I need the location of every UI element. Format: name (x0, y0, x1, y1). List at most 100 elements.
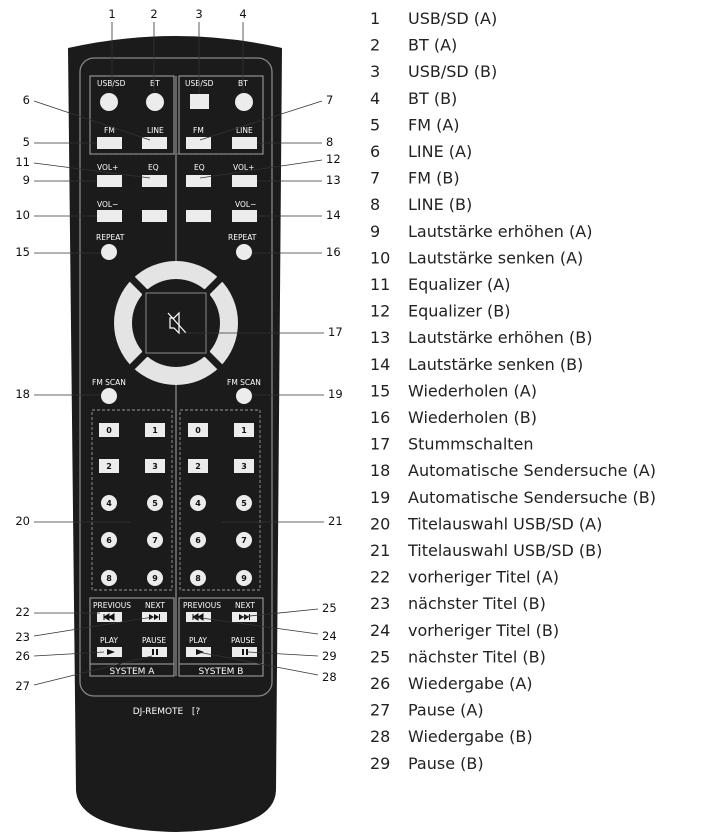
legend-number: 18 (370, 461, 390, 480)
digit-3-a-label: 3 (152, 462, 158, 471)
repeat-b-button[interactable] (236, 244, 252, 260)
callout-line-7 (199, 100, 323, 141)
digit-8-a-button[interactable] (101, 570, 117, 586)
brand-mark: [? (192, 707, 201, 717)
digit-5-b-button[interactable] (236, 495, 252, 511)
legend-text: Equalizer (B) (408, 302, 510, 321)
legend-text: nächster Titel (B) (408, 647, 546, 666)
legend-text: Titelauswahl USB/SD (A) (407, 514, 602, 533)
digit-9-a-label: 9 (152, 574, 158, 583)
callout-line-6 (33, 100, 151, 141)
digit-8-b-button[interactable] (190, 570, 206, 586)
callout-number-23: 23 (15, 630, 30, 644)
volminus-b-button[interactable] (232, 210, 257, 222)
callout-number-4: 4 (239, 7, 246, 21)
legend-number: 7 (370, 169, 380, 188)
fmscan-a-button[interactable] (101, 388, 117, 404)
callout-number-10: 10 (15, 208, 30, 222)
digit-6-b-button[interactable] (190, 532, 206, 548)
volplus-a-button[interactable] (97, 175, 122, 187)
mute-icon[interactable] (167, 311, 187, 335)
fmscan-a-label: FM SCAN (92, 378, 126, 387)
callout-number-24: 24 (322, 629, 337, 643)
system-b-label: SYSTEM B (199, 667, 244, 677)
callout-number-9: 9 (23, 173, 30, 187)
fmscan-b-label: FM SCAN (227, 378, 261, 387)
legend-text: LINE (A) (408, 142, 472, 161)
line-b-button[interactable] (232, 137, 257, 149)
fm-b-button[interactable] (186, 137, 211, 149)
legend-number: 14 (370, 355, 390, 374)
callout-number-8: 8 (326, 135, 333, 149)
digit-4-a-button[interactable] (101, 495, 117, 511)
legend-text: Lautstärke senken (B) (408, 355, 583, 374)
legend-text: Equalizer (A) (408, 275, 510, 294)
legend-number: 19 (370, 488, 390, 507)
previous-b-label: PREVIOUS (183, 601, 221, 610)
fm-a-button[interactable] (97, 137, 122, 149)
play-b-label: PLAY (189, 636, 207, 645)
digit-1-a-button[interactable] (145, 423, 165, 437)
callout-line-28 (197, 651, 319, 676)
bt-b-button[interactable] (235, 93, 253, 111)
pause-b-button[interactable] (232, 647, 257, 657)
blank-a-button[interactable] (142, 210, 167, 222)
digit-7-b-button[interactable] (236, 532, 252, 548)
digit-9-b-button[interactable] (236, 570, 252, 586)
blank-b-button[interactable] (186, 210, 211, 222)
digit-4-b-button[interactable] (190, 495, 206, 511)
digit-2-b-button[interactable] (188, 459, 208, 473)
fm-line-buttons: FM LINE FM LINE (97, 126, 257, 149)
digit-1-b-button[interactable] (234, 423, 254, 437)
digit-0-a-button[interactable] (99, 423, 119, 437)
digit-0-b-button[interactable] (188, 423, 208, 437)
digit-3-b-label: 3 (241, 462, 247, 471)
callout-number-14: 14 (326, 208, 341, 222)
digit-1-a-label: 1 (152, 426, 158, 435)
digit-7-a-button[interactable] (147, 532, 163, 548)
volminus-b-label: VOL− (235, 200, 256, 209)
legend-number: 8 (370, 195, 380, 214)
bt-a-button[interactable] (146, 93, 164, 111)
legend-text: Automatische Sendersuche (B) (408, 488, 656, 507)
callout-number-13: 13 (326, 173, 341, 187)
callout-line-29 (247, 651, 319, 657)
line-b-label: LINE (236, 126, 253, 135)
digit-2-a-button[interactable] (99, 459, 119, 473)
usbsd-a-button[interactable] (100, 93, 118, 111)
legend-text: BT (B) (408, 89, 457, 108)
digit-6-a-button[interactable] (101, 532, 117, 548)
legend-text: vorheriger Titel (A) (408, 568, 559, 587)
eq-b-button[interactable] (186, 175, 211, 187)
legend-text: LINE (B) (408, 195, 472, 214)
fmscan-b-button[interactable] (236, 388, 252, 404)
digit-3-a-button[interactable] (145, 459, 165, 473)
callout-line-11 (33, 162, 151, 179)
usbsd-b-button[interactable] (190, 94, 209, 109)
next-a-label: NEXT (145, 601, 165, 610)
pause-a-button[interactable] (142, 647, 167, 657)
legend-text: Pause (B) (408, 754, 484, 773)
legend-number: 21 (370, 541, 390, 560)
digit-6-a-label: 6 (106, 536, 112, 545)
legend-text: vorheriger Titel (B) (408, 621, 559, 640)
digit-9-a-button[interactable] (147, 570, 163, 586)
callout-number-18: 18 (15, 387, 30, 401)
legend-number: 4 (370, 89, 380, 108)
callout-number-22: 22 (15, 605, 30, 619)
eq-a-button[interactable] (142, 175, 167, 187)
line-a-button[interactable] (142, 137, 167, 149)
volminus-a-button[interactable] (97, 210, 122, 222)
legend-text: Pause (A) (408, 701, 484, 720)
volplus-b-button[interactable] (232, 175, 257, 187)
legend-number: 17 (370, 435, 390, 454)
pause-b-icon (242, 649, 244, 655)
callout-number-5: 5 (23, 135, 30, 149)
digit-5-a-button[interactable] (147, 495, 163, 511)
digit-6-b-label: 6 (195, 536, 201, 545)
repeat-a-button[interactable] (101, 244, 117, 260)
digit-3-b-button[interactable] (234, 459, 254, 473)
legend-text: Lautstärke senken (A) (408, 248, 583, 267)
